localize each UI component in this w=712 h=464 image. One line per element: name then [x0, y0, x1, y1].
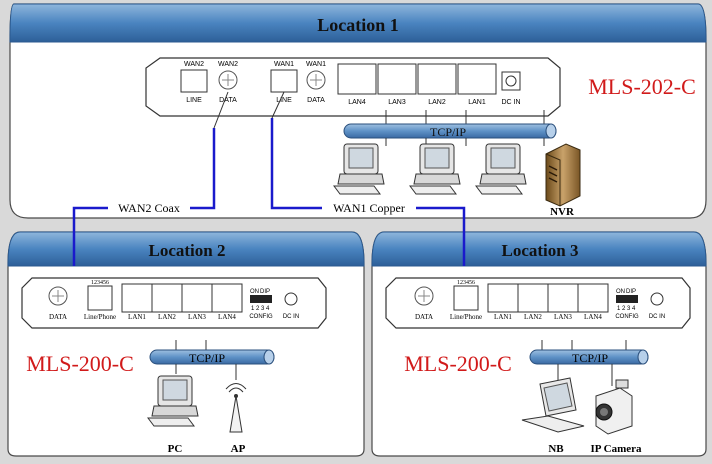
lan1-port — [121, 283, 153, 313]
dip-numbers: 1 2 3 4 — [617, 306, 636, 312]
lan3-label: LAN3 — [188, 313, 206, 321]
ap-label: AP — [231, 443, 246, 455]
tcpip-bus-location-2: TCP/IP — [149, 349, 275, 365]
dip-switch — [250, 295, 272, 303]
wan1-link-label: WAN1 Copper — [333, 201, 405, 215]
laptop-icon — [521, 377, 585, 433]
lan3-label: LAN3 — [388, 99, 406, 106]
lan3-port — [181, 283, 213, 313]
lan2-label: LAN2 — [524, 313, 542, 321]
model-label-location-1: MLS-202-C — [588, 74, 696, 99]
dc-in-label: DC IN — [501, 99, 520, 106]
dc-in-label: DC IN — [283, 314, 299, 320]
data-port-label: DATA — [49, 313, 67, 321]
lan4-label: LAN4 — [584, 313, 602, 321]
config-label: CONFIG — [615, 314, 639, 320]
router-mls-200-c-location-3: DATA 123456 Line/Phone LAN1 LAN2 LAN3 LA… — [385, 277, 691, 329]
lan2-label: LAN2 — [158, 313, 176, 321]
camera-label: IP Camera — [590, 443, 642, 455]
wan1-copper-link: WAN1 Copper — [270, 91, 466, 266]
lan1-label: LAN1 — [128, 313, 146, 321]
lan4-port — [577, 283, 609, 313]
wan1-line-label: LINE — [276, 97, 292, 104]
tcpip-label-location-1: TCP/IP — [430, 125, 466, 139]
pc-icon — [147, 375, 199, 427]
lan4-label: LAN4 — [218, 313, 236, 321]
tcpip-bus-location-3: TCP/IP — [529, 349, 649, 365]
lan1-port — [457, 63, 497, 95]
wan1-data-label: DATA — [307, 97, 325, 104]
lan1-label: LAN1 — [468, 99, 486, 106]
lan4-label: LAN4 — [348, 99, 366, 106]
lan2-label: LAN2 — [428, 99, 446, 106]
pc-icon — [409, 143, 461, 195]
lan2-port — [517, 283, 549, 313]
wan2-line-label: LINE — [186, 97, 202, 104]
wan2-data-label: DATA — [219, 97, 237, 104]
lan4-port — [211, 283, 243, 313]
lan3-port — [377, 63, 417, 95]
dc-in-connector — [650, 292, 664, 306]
tcpip-label-location-3: TCP/IP — [572, 351, 608, 365]
wan2-data-top-label: WAN2 — [218, 61, 238, 68]
pc-label: PC — [168, 443, 183, 455]
line-phone-port — [87, 285, 113, 311]
dip-numbers: 1 2 3 4 — [251, 306, 270, 312]
lan3-port — [547, 283, 579, 313]
pin-numbers-label: 123456 — [457, 280, 475, 286]
dc-in-connector — [505, 75, 517, 87]
wan2-coax-link: WAN2 Coax — [72, 91, 229, 266]
location-1-title: Location 1 — [317, 15, 399, 35]
wan2-line-port — [180, 69, 208, 93]
pin-numbers-label: 123456 — [91, 280, 109, 286]
nvr-label: NVR — [550, 206, 575, 218]
access-point-icon — [225, 383, 247, 433]
nb-label: NB — [548, 443, 564, 455]
lan3-label: LAN3 — [554, 313, 572, 321]
wan2-port-top-label: WAN2 — [184, 61, 204, 68]
lan1-port — [487, 283, 519, 313]
wan1-line-port — [270, 69, 298, 93]
lan2-port — [417, 63, 457, 95]
nvr-icon — [545, 143, 581, 207]
router-mls-200-c-location-2: DATA 123456 Line/Phone LAN1 LAN2 LAN3 LA… — [21, 277, 327, 329]
dip-switch — [616, 295, 638, 303]
data-port-label: DATA — [415, 313, 433, 321]
pc-icon — [333, 143, 385, 195]
dc-in-label: DC IN — [649, 314, 665, 320]
location-3-title: Location 3 — [502, 241, 579, 260]
dc-in-connector — [284, 292, 298, 306]
router-mls-202-c: WAN2 LINE WAN2 DATA WAN1 LINE WAN1 DATA … — [145, 57, 561, 117]
dip-on-label: ON — [616, 289, 625, 295]
camera-icon — [595, 379, 633, 435]
lan4-port — [337, 63, 377, 95]
pc-icon — [475, 143, 527, 195]
lan2-port — [151, 283, 183, 313]
line-phone-port — [453, 285, 479, 311]
wan2-link-label: WAN2 Coax — [118, 201, 180, 215]
model-label-location-3: MLS-200-C — [404, 351, 512, 376]
dip-label: DIP — [260, 289, 270, 295]
tcpip-bus-location-1: TCP/IP — [343, 123, 557, 139]
wan1-port-top-label: WAN1 — [274, 61, 294, 68]
tcpip-label-location-2: TCP/IP — [189, 351, 225, 365]
dip-label: DIP — [626, 289, 636, 295]
dip-on-label: ON — [250, 289, 259, 295]
config-label: CONFIG — [249, 314, 273, 320]
line-phone-label: Line/Phone — [84, 313, 116, 321]
model-label-location-2: MLS-200-C — [26, 351, 134, 376]
line-phone-label: Line/Phone — [450, 313, 482, 321]
location-2-title: Location 2 — [149, 241, 226, 260]
lan1-label: LAN1 — [494, 313, 512, 321]
wan1-data-top-label: WAN1 — [306, 61, 326, 68]
